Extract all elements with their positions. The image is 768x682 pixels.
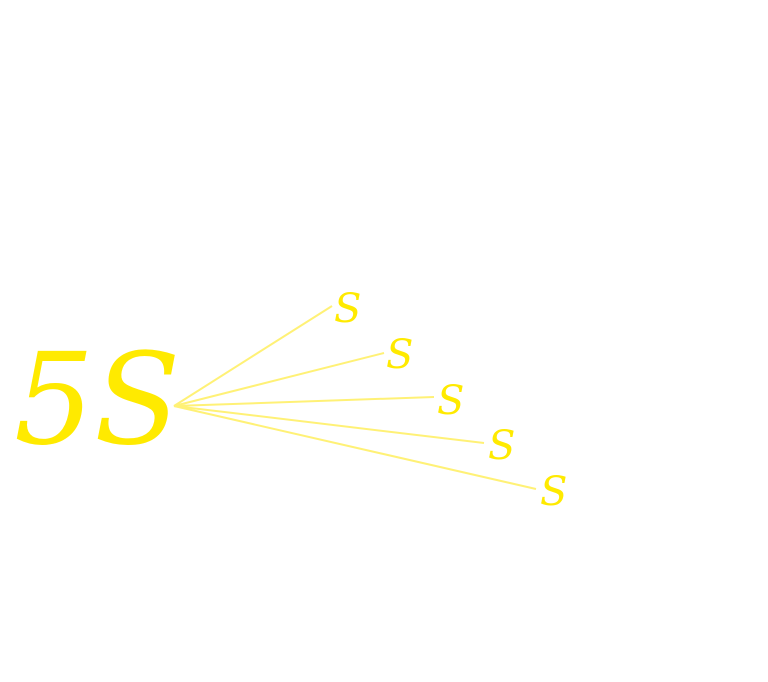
branch-line-4: [173, 405, 485, 444]
branch-lines: [173, 305, 537, 490]
branch-line-2: [173, 352, 385, 407]
branch-label-3: S: [437, 378, 464, 424]
branch-label-4: S: [488, 423, 515, 469]
branch-label-1: S: [334, 286, 361, 332]
branch-label-5: S: [540, 469, 567, 515]
branch-line-3: [173, 396, 435, 407]
branch-line-5: [173, 405, 537, 490]
branch-label-2: S: [386, 332, 413, 378]
main-label-5s: 5S: [14, 326, 180, 473]
branch-line-1: [173, 305, 333, 407]
branch-labels: S S S S S: [334, 286, 567, 515]
